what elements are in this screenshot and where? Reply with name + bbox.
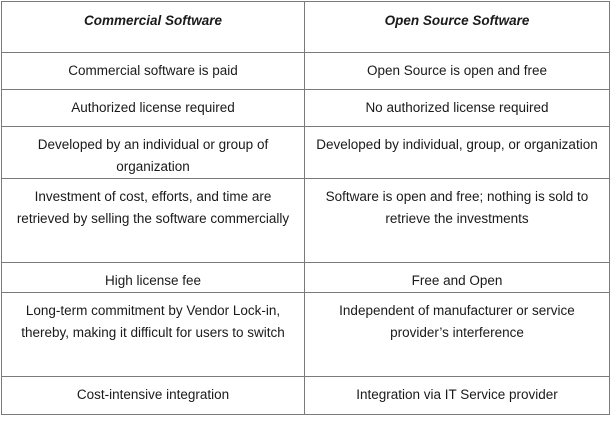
open-source-cell: Free and Open <box>304 262 610 293</box>
commercial-cell: Authorized license required <box>1 89 305 127</box>
table-body: Commercial software is paid Open Source … <box>1 52 610 415</box>
commercial-cell: Developed by an individual or group of o… <box>1 126 305 179</box>
open-source-cell: Independent of manufacturer or service p… <box>304 292 610 377</box>
commercial-cell: Commercial software is paid <box>1 52 305 90</box>
table-row: Investment of cost, efforts, and time ar… <box>1 178 610 263</box>
open-source-cell: No authorized license required <box>304 89 610 127</box>
header-open-source-text: Open Source Software <box>384 13 530 28</box>
header-commercial: Commercial Software <box>1 1 305 53</box>
commercial-cell: Long-term commitment by Vendor Lock-in, … <box>1 292 305 377</box>
open-source-cell: Software is open and free; nothing is so… <box>304 178 610 263</box>
open-source-cell: Open Source is open and free <box>304 52 610 90</box>
header-row: Commercial Software Open Source Software <box>1 1 610 53</box>
header-open-source: Open Source Software <box>304 1 610 53</box>
header-commercial-text: Commercial Software <box>83 13 223 28</box>
table-row: High license fee Free and Open <box>1 262 610 293</box>
comparison-table: Commercial Software Open Source Software… <box>1 1 610 415</box>
table-row: Cost-intensive integration Integration v… <box>1 376 610 415</box>
commercial-cell: High license fee <box>1 262 305 293</box>
table-row: Developed by an individual or group of o… <box>1 126 610 179</box>
open-source-cell: Developed by individual, group, or organ… <box>304 126 610 179</box>
table-row: Long-term commitment by Vendor Lock-in, … <box>1 292 610 377</box>
commercial-cell: Investment of cost, efforts, and time ar… <box>1 178 305 263</box>
table-row: Authorized license required No authorize… <box>1 89 610 127</box>
table-header: Commercial Software Open Source Software <box>1 1 610 53</box>
table-row: Commercial software is paid Open Source … <box>1 52 610 90</box>
open-source-cell: Integration via IT Service provider <box>304 376 610 415</box>
commercial-cell: Cost-intensive integration <box>1 376 305 415</box>
